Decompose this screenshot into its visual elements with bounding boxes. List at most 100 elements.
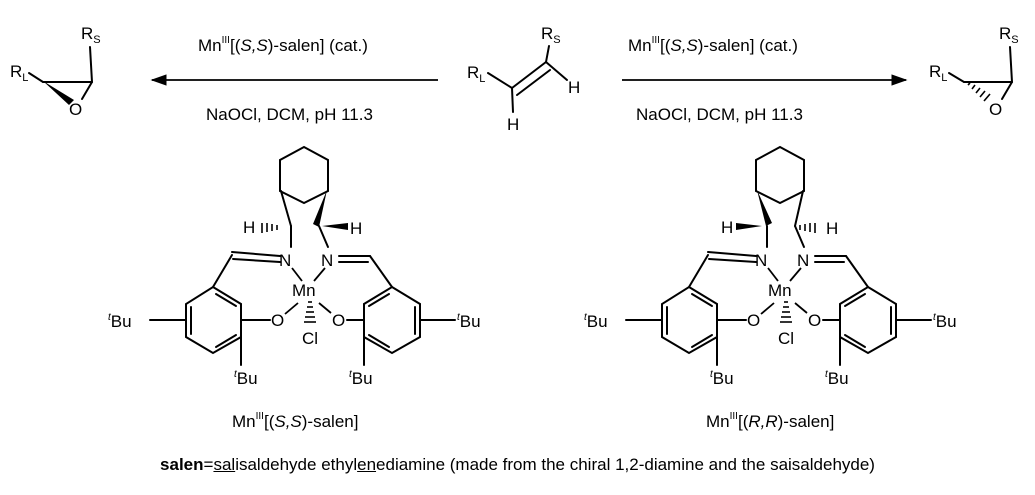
bond bbox=[369, 255, 393, 288]
oxygen-label: O bbox=[747, 311, 760, 330]
phenol-ring bbox=[185, 285, 242, 355]
left-conditions-label: NaOCl, DCM, pH 11.3 bbox=[206, 105, 373, 124]
salen-definition: salen=salisaldehyde ethylenediamine (mad… bbox=[0, 455, 1035, 475]
definition-text: ediamine (made from the chiral 1,2-diami… bbox=[376, 455, 875, 474]
nitrogen-label: N bbox=[279, 251, 291, 270]
oxygen-label: O bbox=[989, 100, 1002, 119]
r-small-label: RS bbox=[81, 24, 101, 46]
wedge-bond bbox=[43, 81, 74, 105]
hashed-bond bbox=[304, 301, 316, 323]
oxygen-label: O bbox=[332, 311, 345, 330]
aromatic-bond bbox=[215, 293, 237, 307]
imine-bond bbox=[707, 251, 757, 257]
alkene: RL RS H H bbox=[467, 24, 580, 134]
left-arrow-group: MnIII[(S,S)-salen] (cat.) NaOCl, DCM, pH… bbox=[150, 35, 438, 124]
imine-bond bbox=[231, 251, 281, 257]
coordination-bond bbox=[767, 267, 779, 282]
bond bbox=[487, 72, 513, 89]
hydrogen-label: H bbox=[826, 219, 838, 238]
manganese-label: Mn bbox=[768, 281, 792, 300]
bond bbox=[28, 72, 44, 83]
r-small-label: RS bbox=[541, 24, 561, 46]
right-epoxide: RL RS O bbox=[929, 24, 1019, 119]
bond bbox=[1001, 81, 1013, 100]
manganese-label: Mn bbox=[292, 281, 316, 300]
bond bbox=[794, 225, 805, 248]
salen-term: salen bbox=[160, 455, 204, 474]
phenol-ring bbox=[839, 285, 897, 355]
coordination-bond bbox=[794, 302, 808, 314]
coordination-bond bbox=[313, 267, 326, 282]
double-bond bbox=[516, 69, 551, 96]
coordination-bond bbox=[318, 302, 332, 314]
coordination-bond bbox=[284, 302, 299, 315]
imine-bond bbox=[708, 258, 757, 263]
aromatic-bond bbox=[844, 334, 866, 348]
wedge-bond bbox=[313, 190, 327, 227]
imine-bond bbox=[232, 258, 281, 263]
chlorine-label: Cl bbox=[778, 329, 794, 348]
hashed-bond bbox=[261, 223, 278, 233]
phenol-ring bbox=[363, 285, 421, 355]
tert-butyl-label: tBu bbox=[349, 369, 373, 388]
oxygen-label: O bbox=[271, 311, 284, 330]
chlorine-label: Cl bbox=[302, 329, 318, 348]
bond bbox=[511, 87, 514, 113]
r-large-label: RL bbox=[467, 63, 485, 85]
catalyst-rr-structure: H H N N Mn O tBu tBu bbox=[584, 145, 957, 431]
coordination-bond bbox=[789, 267, 802, 282]
wedge-bond bbox=[757, 190, 772, 226]
phenol-ring bbox=[661, 285, 718, 355]
aromatic-bond bbox=[691, 293, 713, 307]
tert-butyl-label: tBu bbox=[234, 369, 258, 388]
tert-butyl-label: tBu bbox=[457, 312, 481, 331]
aromatic-bond bbox=[368, 334, 390, 348]
hashed-bond bbox=[967, 82, 991, 102]
underlined-en: en bbox=[357, 455, 377, 474]
underlined-sal: sal bbox=[213, 455, 236, 474]
bond bbox=[688, 254, 709, 288]
hydrogen-label: H bbox=[350, 219, 362, 238]
nitrogen-label: N bbox=[321, 251, 333, 270]
bond bbox=[845, 255, 869, 288]
oxygen-label: O bbox=[69, 100, 82, 119]
wedge-bond bbox=[736, 223, 762, 230]
aromatic-bond bbox=[691, 334, 713, 348]
hydrogen-label: H bbox=[243, 218, 255, 237]
tert-butyl-label: tBu bbox=[710, 369, 734, 388]
hydrogen-label: H bbox=[568, 78, 580, 97]
hydrogen-label: H bbox=[721, 218, 733, 237]
catalyst-rr-label: MnIII[(R,R)-salen] bbox=[706, 411, 834, 431]
r-large-label: RL bbox=[929, 62, 947, 84]
aromatic-bond bbox=[368, 293, 390, 307]
nitrogen-label: N bbox=[797, 251, 809, 270]
left-epoxide: RL RS O bbox=[10, 24, 101, 119]
coordination-bond bbox=[291, 267, 303, 282]
hashed-bond bbox=[780, 301, 792, 323]
r-large-label: RL bbox=[10, 62, 28, 84]
bond bbox=[280, 190, 292, 227]
bond bbox=[81, 81, 93, 100]
aromatic-bond bbox=[844, 293, 866, 307]
bond bbox=[794, 190, 804, 227]
bond bbox=[545, 61, 568, 81]
bond bbox=[1009, 46, 1013, 83]
right-arrow-group: MnIII[(S,S)-salen] (cat.) NaOCl, DCM, pH… bbox=[622, 35, 908, 124]
cyclohexane-ring bbox=[279, 145, 329, 205]
cyclohexane-ring bbox=[755, 145, 805, 205]
bond bbox=[212, 254, 233, 288]
equals-sign: = bbox=[203, 455, 214, 474]
coordination-bond bbox=[760, 302, 775, 315]
tert-butyl-label: tBu bbox=[825, 369, 849, 388]
catalyst-ss-structure: H H N N Mn O tBu tB bbox=[108, 145, 481, 431]
nitrogen-label: N bbox=[755, 251, 767, 270]
aromatic-bond bbox=[215, 334, 237, 348]
bond bbox=[948, 72, 965, 83]
tert-butyl-label: tBu bbox=[933, 312, 957, 331]
r-small-label: RS bbox=[999, 24, 1019, 46]
left-catalyst-label: MnIII[(S,S)-salen] (cat.) bbox=[198, 35, 368, 55]
tert-butyl-label: tBu bbox=[584, 312, 608, 331]
right-conditions-label: NaOCl, DCM, pH 11.3 bbox=[636, 105, 803, 124]
bond bbox=[89, 46, 93, 83]
